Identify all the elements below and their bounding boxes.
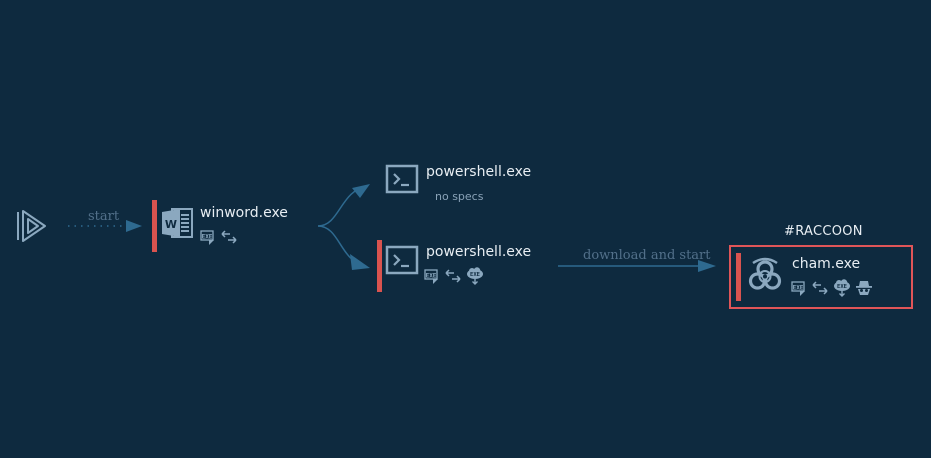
exe-drop-icon: EXE [424, 269, 438, 284]
network-arrows-icon [221, 230, 237, 244]
process-name: powershell.exe [426, 244, 532, 260]
word-document-icon: W [162, 208, 193, 238]
edge-winword-to-powershell-1 [317, 184, 370, 227]
svg-text:W: W [165, 218, 177, 231]
edge-label-start: start [88, 209, 120, 224]
svg-text:EXE: EXE [426, 273, 437, 280]
svg-text:EXE: EXE [470, 272, 480, 278]
svg-text:EXE: EXE [793, 285, 804, 292]
alert-bar [152, 200, 157, 252]
process-name: winword.exe [200, 205, 288, 221]
edge-start-to-winword [68, 220, 142, 232]
no-specs-label: no specs [435, 190, 484, 203]
process-node-cham[interactable]: cham.exe EXE EXE [729, 245, 913, 309]
malware-family-tag[interactable]: #RACCOON [784, 224, 863, 239]
alert-bar [377, 240, 382, 292]
exe-drop-icon: EXE [200, 230, 214, 245]
exe-download-cloud-icon: EXE [467, 267, 483, 285]
exe-drop-icon: EXE [791, 281, 805, 296]
play-icon [17, 210, 46, 242]
terminal-icon [385, 245, 419, 275]
process-node-powershell-2[interactable]: powershell.exe EXE EXE [376, 240, 546, 292]
exe-download-cloud-icon: EXE [834, 279, 850, 297]
svg-text:EXE: EXE [202, 234, 213, 241]
svg-text:EXE: EXE [837, 284, 847, 290]
edge-powershell-to-cham [558, 260, 716, 272]
process-name: powershell.exe [426, 164, 532, 180]
edge-label-download-and-start: download and start [583, 248, 711, 263]
process-node-powershell-1[interactable]: powershell.exe no specs [380, 158, 540, 208]
edge-winword-to-powershell-2 [317, 225, 370, 270]
terminal-icon [385, 164, 419, 194]
process-node-winword[interactable]: W winword.exe EXE [150, 200, 300, 252]
alert-bar [736, 253, 741, 301]
spy-icon [856, 281, 872, 295]
network-arrows-icon [812, 281, 828, 295]
biohazard-icon [748, 257, 782, 290]
network-arrows-icon [445, 269, 461, 283]
process-name: cham.exe [792, 256, 861, 272]
start-node[interactable] [14, 208, 48, 244]
